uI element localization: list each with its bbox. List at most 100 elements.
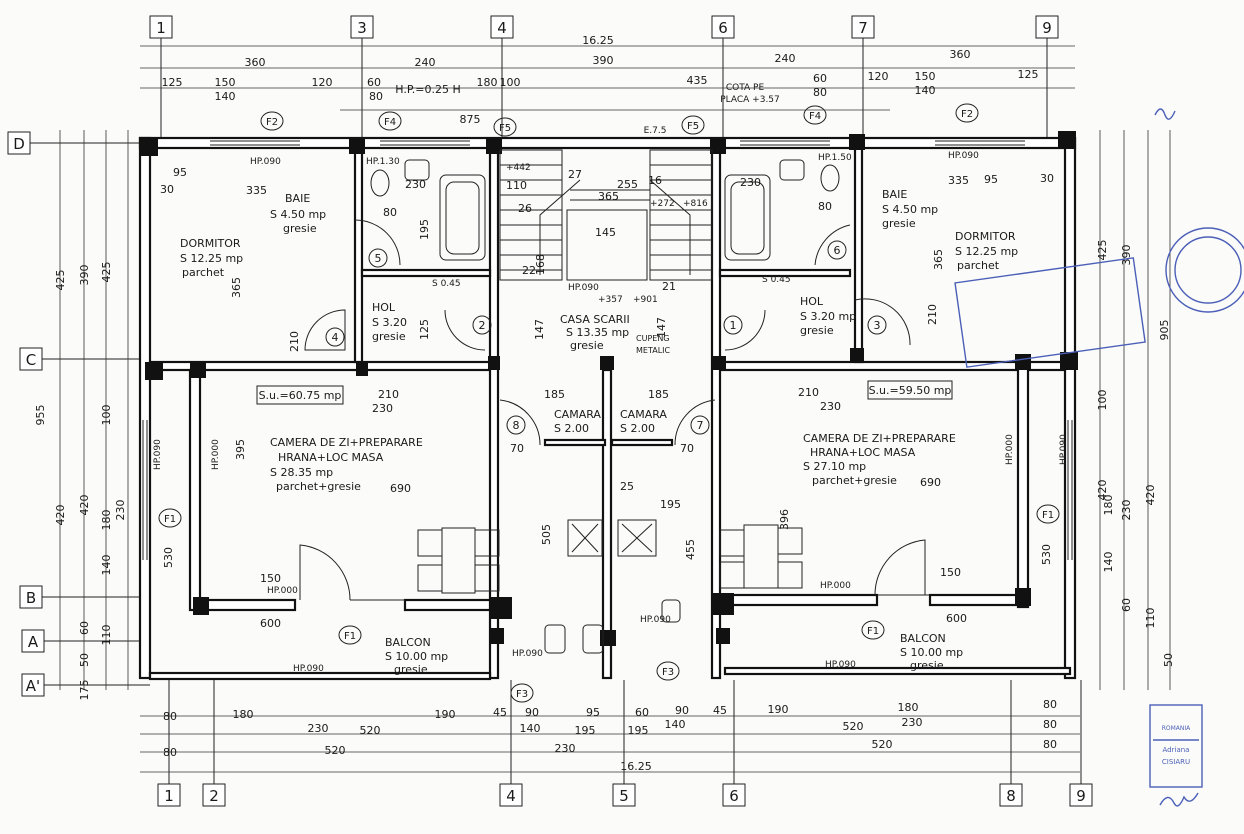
room-finish: parchet+gresie bbox=[812, 474, 897, 487]
dim: 120 bbox=[312, 76, 333, 89]
dim: 195 bbox=[628, 724, 649, 737]
room-name: CAMARA bbox=[620, 408, 667, 421]
dim: 505 bbox=[540, 524, 553, 545]
hp-label: HP.090 bbox=[568, 283, 599, 293]
hp-label: HP.000 bbox=[820, 581, 851, 591]
hp-label: HP.090 bbox=[250, 157, 281, 167]
door-number: 3 bbox=[874, 319, 881, 332]
dim: 140 bbox=[665, 718, 686, 731]
official-stamps: ROMANIA Adriana CISIARU bbox=[954, 108, 1244, 807]
dim: 210 bbox=[288, 331, 301, 352]
dim: 150 bbox=[940, 566, 961, 579]
room-balcon-left: BALCON S 10.00 mp gresie bbox=[385, 636, 448, 676]
level-label: +272 bbox=[650, 199, 675, 209]
room-area: S 2.00 bbox=[554, 422, 589, 435]
stamp-text: Adriana bbox=[1163, 746, 1190, 754]
window-tag: F5 bbox=[499, 123, 511, 134]
axis-label: C bbox=[26, 351, 36, 369]
hp-label: HP.090 bbox=[640, 615, 671, 625]
window-tag: F1 bbox=[344, 631, 356, 642]
axis-label: 9 bbox=[1076, 787, 1086, 805]
dim: 875 bbox=[460, 113, 481, 126]
dim: 25 bbox=[620, 480, 634, 493]
dim: 255 bbox=[617, 178, 638, 191]
dim: 120 bbox=[868, 70, 889, 83]
dim: 150 bbox=[915, 70, 936, 83]
stamp-text: ROMANIA bbox=[1162, 725, 1191, 732]
dim: 95 bbox=[173, 166, 187, 179]
axis-label: 4 bbox=[497, 19, 507, 37]
dim: 390 bbox=[1120, 245, 1133, 266]
cupeng-label: CUPENG bbox=[636, 334, 670, 343]
right-dimensions: 425 390 905 100 420 420 230 180 140 60 1… bbox=[1096, 130, 1175, 690]
axis-label: A bbox=[28, 633, 39, 651]
window-tag: F5 bbox=[687, 121, 699, 132]
dim: 425 bbox=[100, 262, 113, 283]
bottom-dimensions: 80 180 190 45 90 95 60 90 45 190 180 80 … bbox=[140, 698, 1080, 773]
left-dimensions: 425 390 425 955 100 420 420 180 230 140 … bbox=[34, 130, 129, 701]
room-finish: gresie bbox=[800, 324, 834, 337]
dim: 420 bbox=[78, 495, 91, 516]
dim: 195 bbox=[660, 498, 681, 511]
axis-markers-left: D C B A A' bbox=[7, 131, 45, 697]
s045-label: S 0.45 bbox=[432, 279, 461, 289]
dim: 180 bbox=[1102, 495, 1115, 516]
dim: 125 bbox=[418, 319, 431, 340]
furniture bbox=[417, 519, 803, 654]
room-name-2: HRANA+LOC MASA bbox=[810, 446, 916, 459]
hp-label: HP.090 bbox=[1059, 434, 1069, 465]
dim: 955 bbox=[34, 405, 47, 426]
dim: 180 bbox=[100, 510, 113, 531]
dim: 180 bbox=[898, 701, 919, 714]
axis-label: 8 bbox=[1006, 787, 1016, 805]
windows bbox=[142, 140, 1073, 560]
door-number: 1 bbox=[730, 319, 737, 332]
dim: 210 bbox=[926, 304, 939, 325]
dim: 230 bbox=[902, 716, 923, 729]
dim: 190 bbox=[435, 708, 456, 721]
dim: 16 bbox=[648, 174, 662, 187]
top-dimensions: 16.25 360 240 390 240 360 125 150 140 12… bbox=[140, 34, 1075, 136]
dim: 147 bbox=[655, 317, 668, 338]
room-area: S 4.50 mp bbox=[882, 203, 938, 216]
room-area: S 10.00 mp bbox=[900, 646, 963, 659]
dim: 150 bbox=[260, 572, 281, 585]
dim: 360 bbox=[245, 56, 266, 69]
hp-label: HP.090 bbox=[825, 660, 856, 670]
dim: 230 bbox=[1120, 500, 1133, 521]
dim: 240 bbox=[415, 56, 436, 69]
dim: 100 bbox=[1096, 390, 1109, 411]
dim: 80 bbox=[813, 86, 827, 99]
dim: 110 bbox=[506, 179, 527, 192]
s045-label: S 0.45 bbox=[762, 275, 791, 285]
dim: 70 bbox=[680, 442, 694, 455]
dim: 600 bbox=[946, 612, 967, 625]
dim: 520 bbox=[360, 724, 381, 737]
dim: 80 bbox=[1043, 738, 1057, 751]
dim: 95 bbox=[984, 173, 998, 186]
dim: 530 bbox=[162, 547, 175, 568]
room-name: BALCON bbox=[385, 636, 431, 649]
level-label: +357 bbox=[598, 295, 623, 305]
room-area: S 28.35 mp bbox=[270, 466, 333, 479]
hp-label: HP.090 bbox=[512, 649, 543, 659]
axis-label: 2 bbox=[209, 787, 219, 805]
axis-label: 6 bbox=[718, 19, 728, 37]
usable-area-boxes: S.u.=60.75 mp S.u.=59.50 mp bbox=[256, 380, 953, 405]
interior-dims: 95 30 335 365 210 230 195 80 125 145 110… bbox=[160, 166, 1054, 630]
dim: 455 bbox=[684, 539, 697, 560]
dim: 365 bbox=[932, 249, 945, 270]
hp-label: HP.1.30 bbox=[366, 157, 400, 167]
room-area: S 12.25 mp bbox=[955, 245, 1018, 258]
dim: 50 bbox=[78, 653, 91, 667]
room-dormitor-left: DORMITOR S 12.25 mp parchet bbox=[180, 237, 243, 279]
axis-label: B bbox=[26, 589, 36, 607]
hp-label: HP.000 bbox=[1005, 434, 1015, 465]
dim: 520 bbox=[872, 738, 893, 751]
door-number: 6 bbox=[834, 244, 841, 257]
dim: 390 bbox=[593, 54, 614, 67]
dim: 70 bbox=[510, 442, 524, 455]
room-area: S 3.20 bbox=[372, 316, 407, 329]
axis-label: 5 bbox=[619, 787, 629, 805]
dim: 240 bbox=[775, 52, 796, 65]
